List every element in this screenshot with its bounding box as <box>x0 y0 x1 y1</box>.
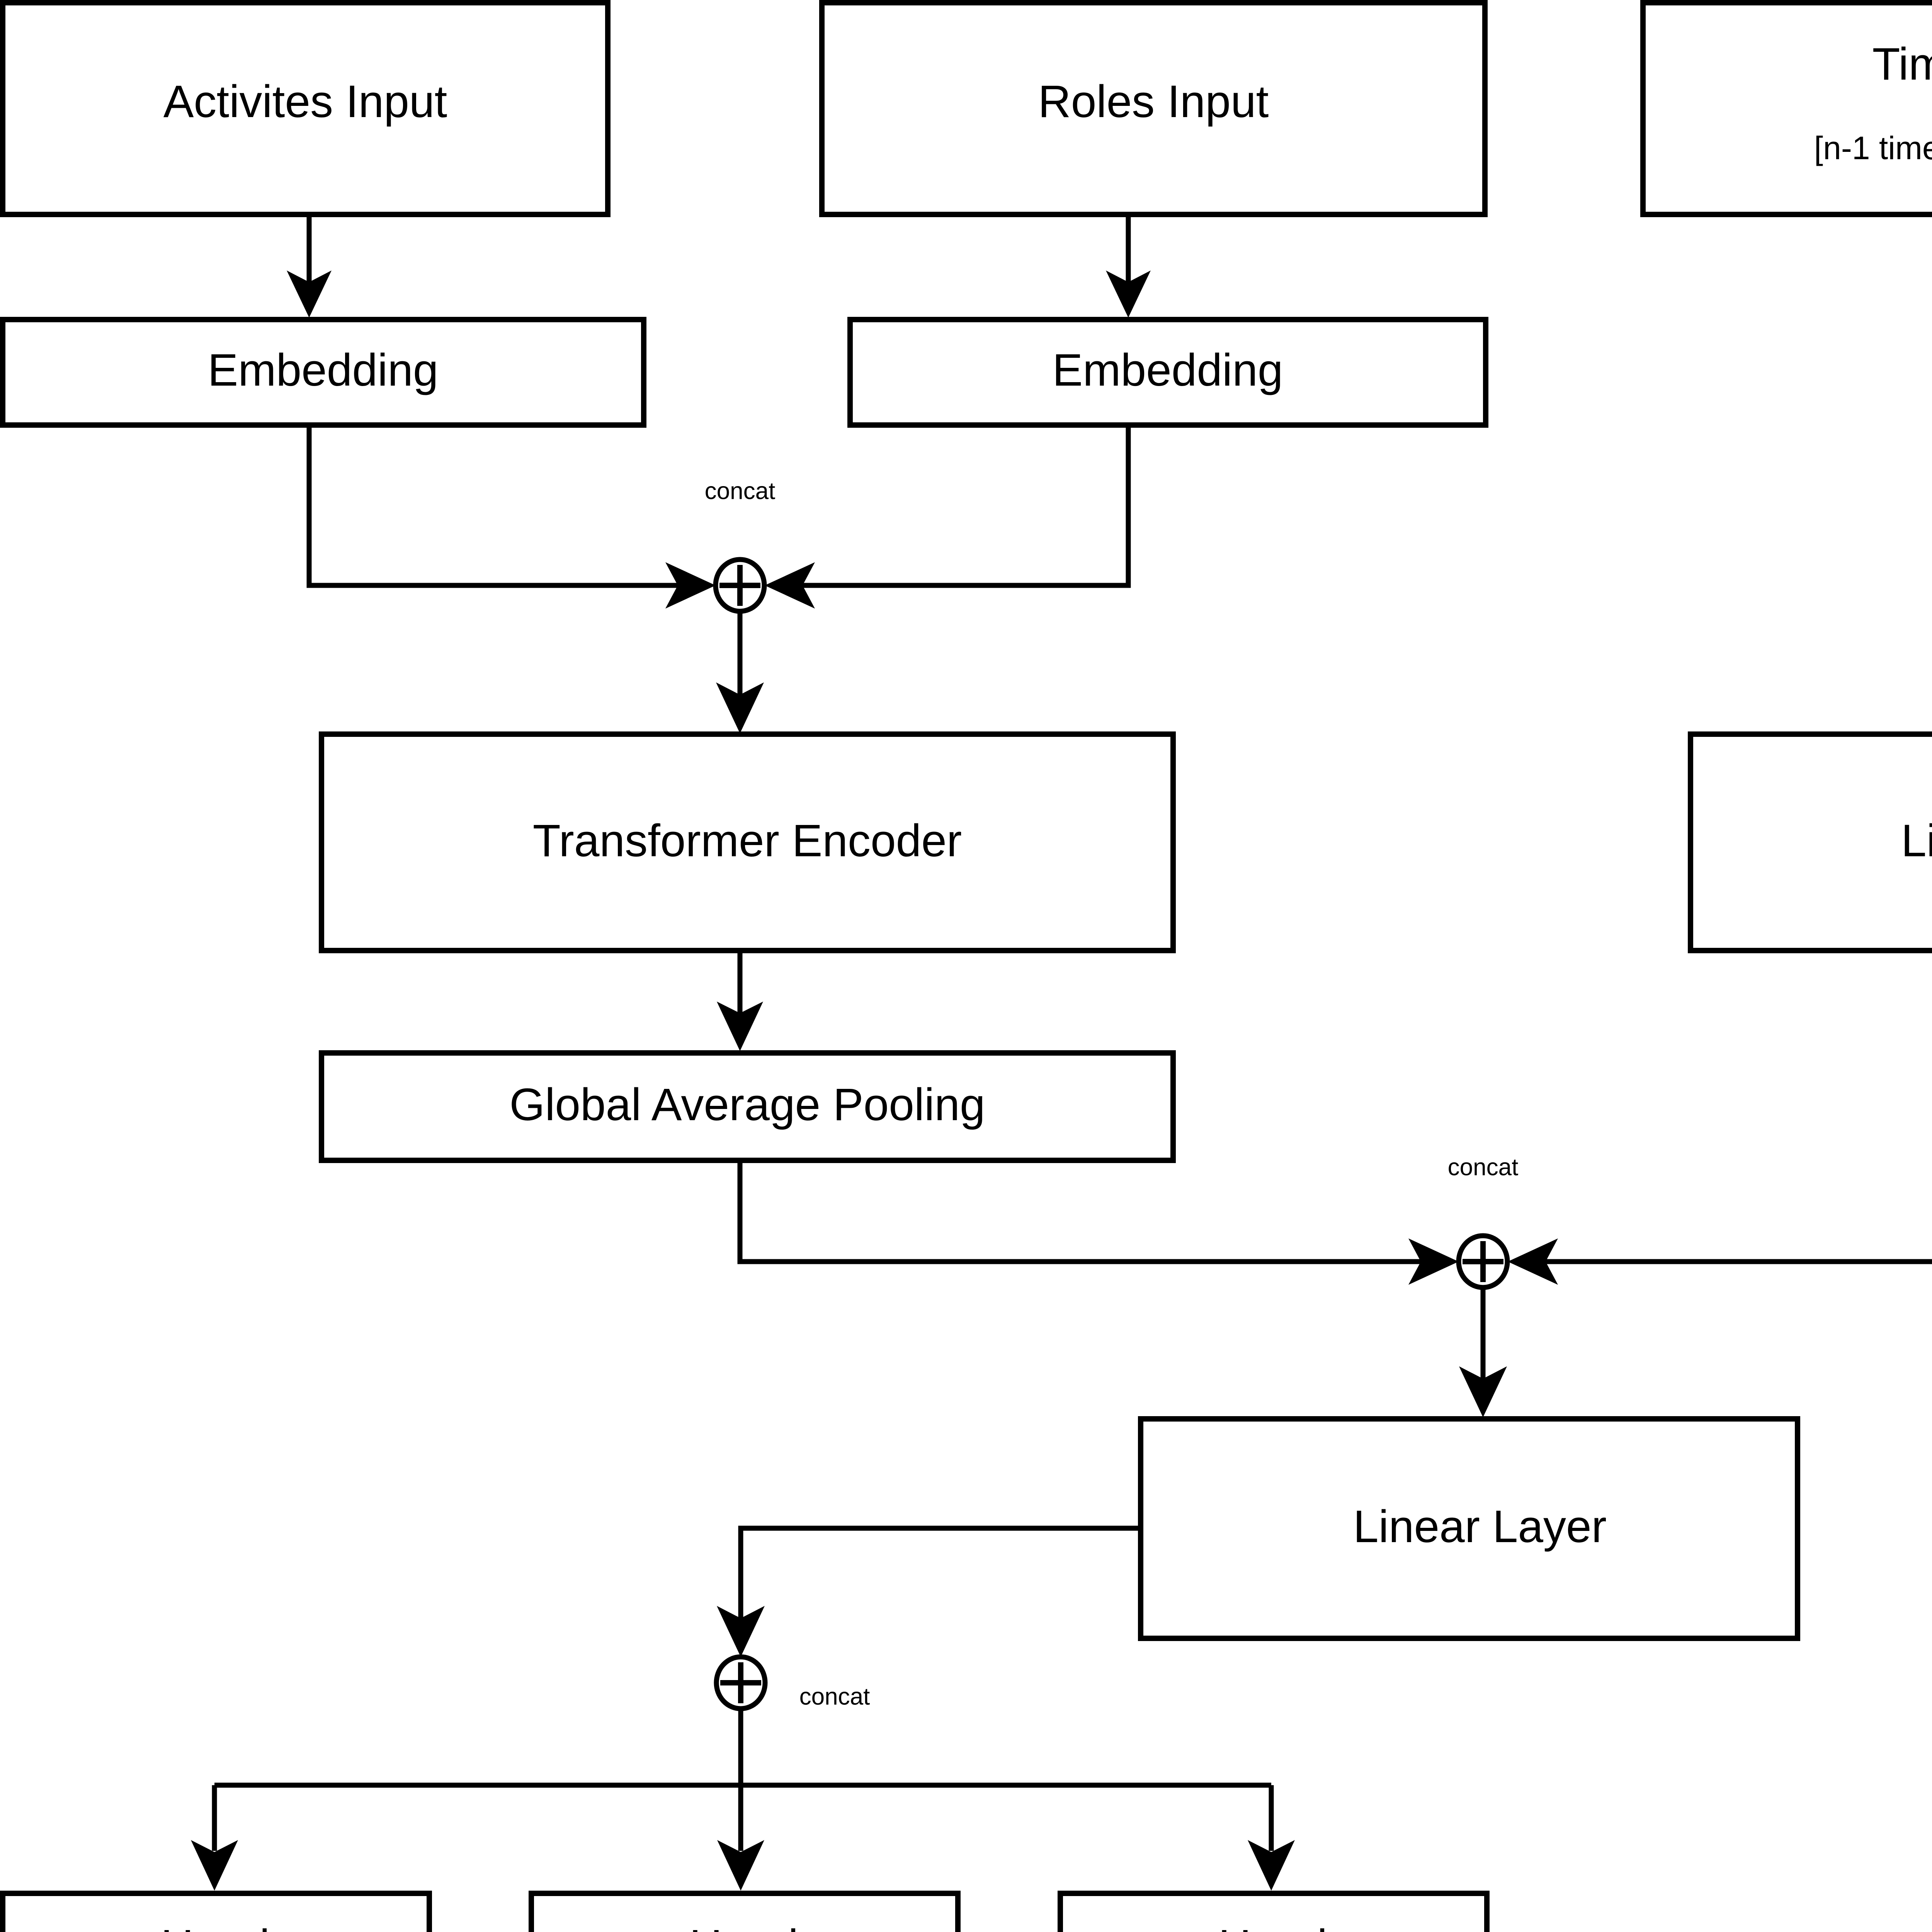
concat-1-label: concat <box>705 478 776 504</box>
edge-transformer-to-gap <box>717 951 763 1051</box>
node-time-input[interactable]: Time Input [n-1 time features only] <box>1640 0 1932 217</box>
head-1-label: Head <box>161 1920 270 1932</box>
head-2-label: Head <box>689 1920 798 1932</box>
edge-linear-time-to-concat2 <box>1508 1238 1932 1285</box>
time-input-subtitle: [n-1 time features only] <box>1814 130 1932 166</box>
operator-concat-1[interactable]: concat <box>705 478 776 614</box>
node-activities-input[interactable]: Activites Input <box>0 0 611 217</box>
concat-2-label: concat <box>1448 1154 1519 1180</box>
operator-concat-3[interactable]: concat <box>714 1654 870 1711</box>
node-embedding-roles[interactable]: Embedding <box>847 317 1488 428</box>
edge-activities-to-embedding <box>287 214 332 318</box>
edge-concat3-to-heads <box>191 1709 1295 1891</box>
edge-linear-fusion-to-concat3 <box>717 1526 1138 1657</box>
edge-embedding-activities-to-concat1 <box>306 425 716 609</box>
edge-concat2-to-linear-fusion <box>1459 1287 1507 1417</box>
edge-concat1-to-transformer <box>716 611 764 733</box>
node-head-1[interactable]: Head <box>0 1891 432 1932</box>
transformer-encoder-label: Transformer Encoder <box>533 815 962 866</box>
linear-layer-time-label: Linear Layer <box>1901 815 1932 866</box>
edge-roles-to-embedding <box>1106 214 1151 318</box>
operator-concat-2[interactable]: concat <box>1448 1154 1519 1290</box>
node-transformer-encoder[interactable]: Transformer Encoder <box>319 731 1176 953</box>
node-head-3[interactable]: Head <box>1058 1891 1490 1932</box>
node-global-average-pooling[interactable]: Global Average Pooling <box>319 1050 1176 1163</box>
node-linear-layer-time[interactable]: Linear Layer <box>1688 731 1932 953</box>
node-embedding-activities[interactable]: Embedding <box>0 317 646 428</box>
activities-input-label: Activites Input <box>163 76 447 127</box>
edge-gap-to-concat2 <box>737 1161 1459 1285</box>
node-head-2[interactable]: Head <box>529 1891 961 1932</box>
roles-input-label: Roles Input <box>1038 76 1269 127</box>
node-linear-layer-fusion[interactable]: Linear Layer <box>1138 1416 1800 1641</box>
head-3-label: Head <box>1218 1920 1327 1932</box>
linear-layer-fusion-label: Linear Layer <box>1353 1501 1607 1552</box>
concat-3-label: concat <box>799 1683 870 1710</box>
embedding-roles-label: Embedding <box>1053 345 1283 396</box>
global-average-pooling-label: Global Average Pooling <box>509 1079 985 1130</box>
edge-embedding-roles-to-concat1 <box>765 425 1131 609</box>
node-roles-input[interactable]: Roles Input <box>819 0 1488 217</box>
embedding-activities-label: Embedding <box>208 345 439 396</box>
time-input-title: Time Input <box>1872 39 1932 90</box>
